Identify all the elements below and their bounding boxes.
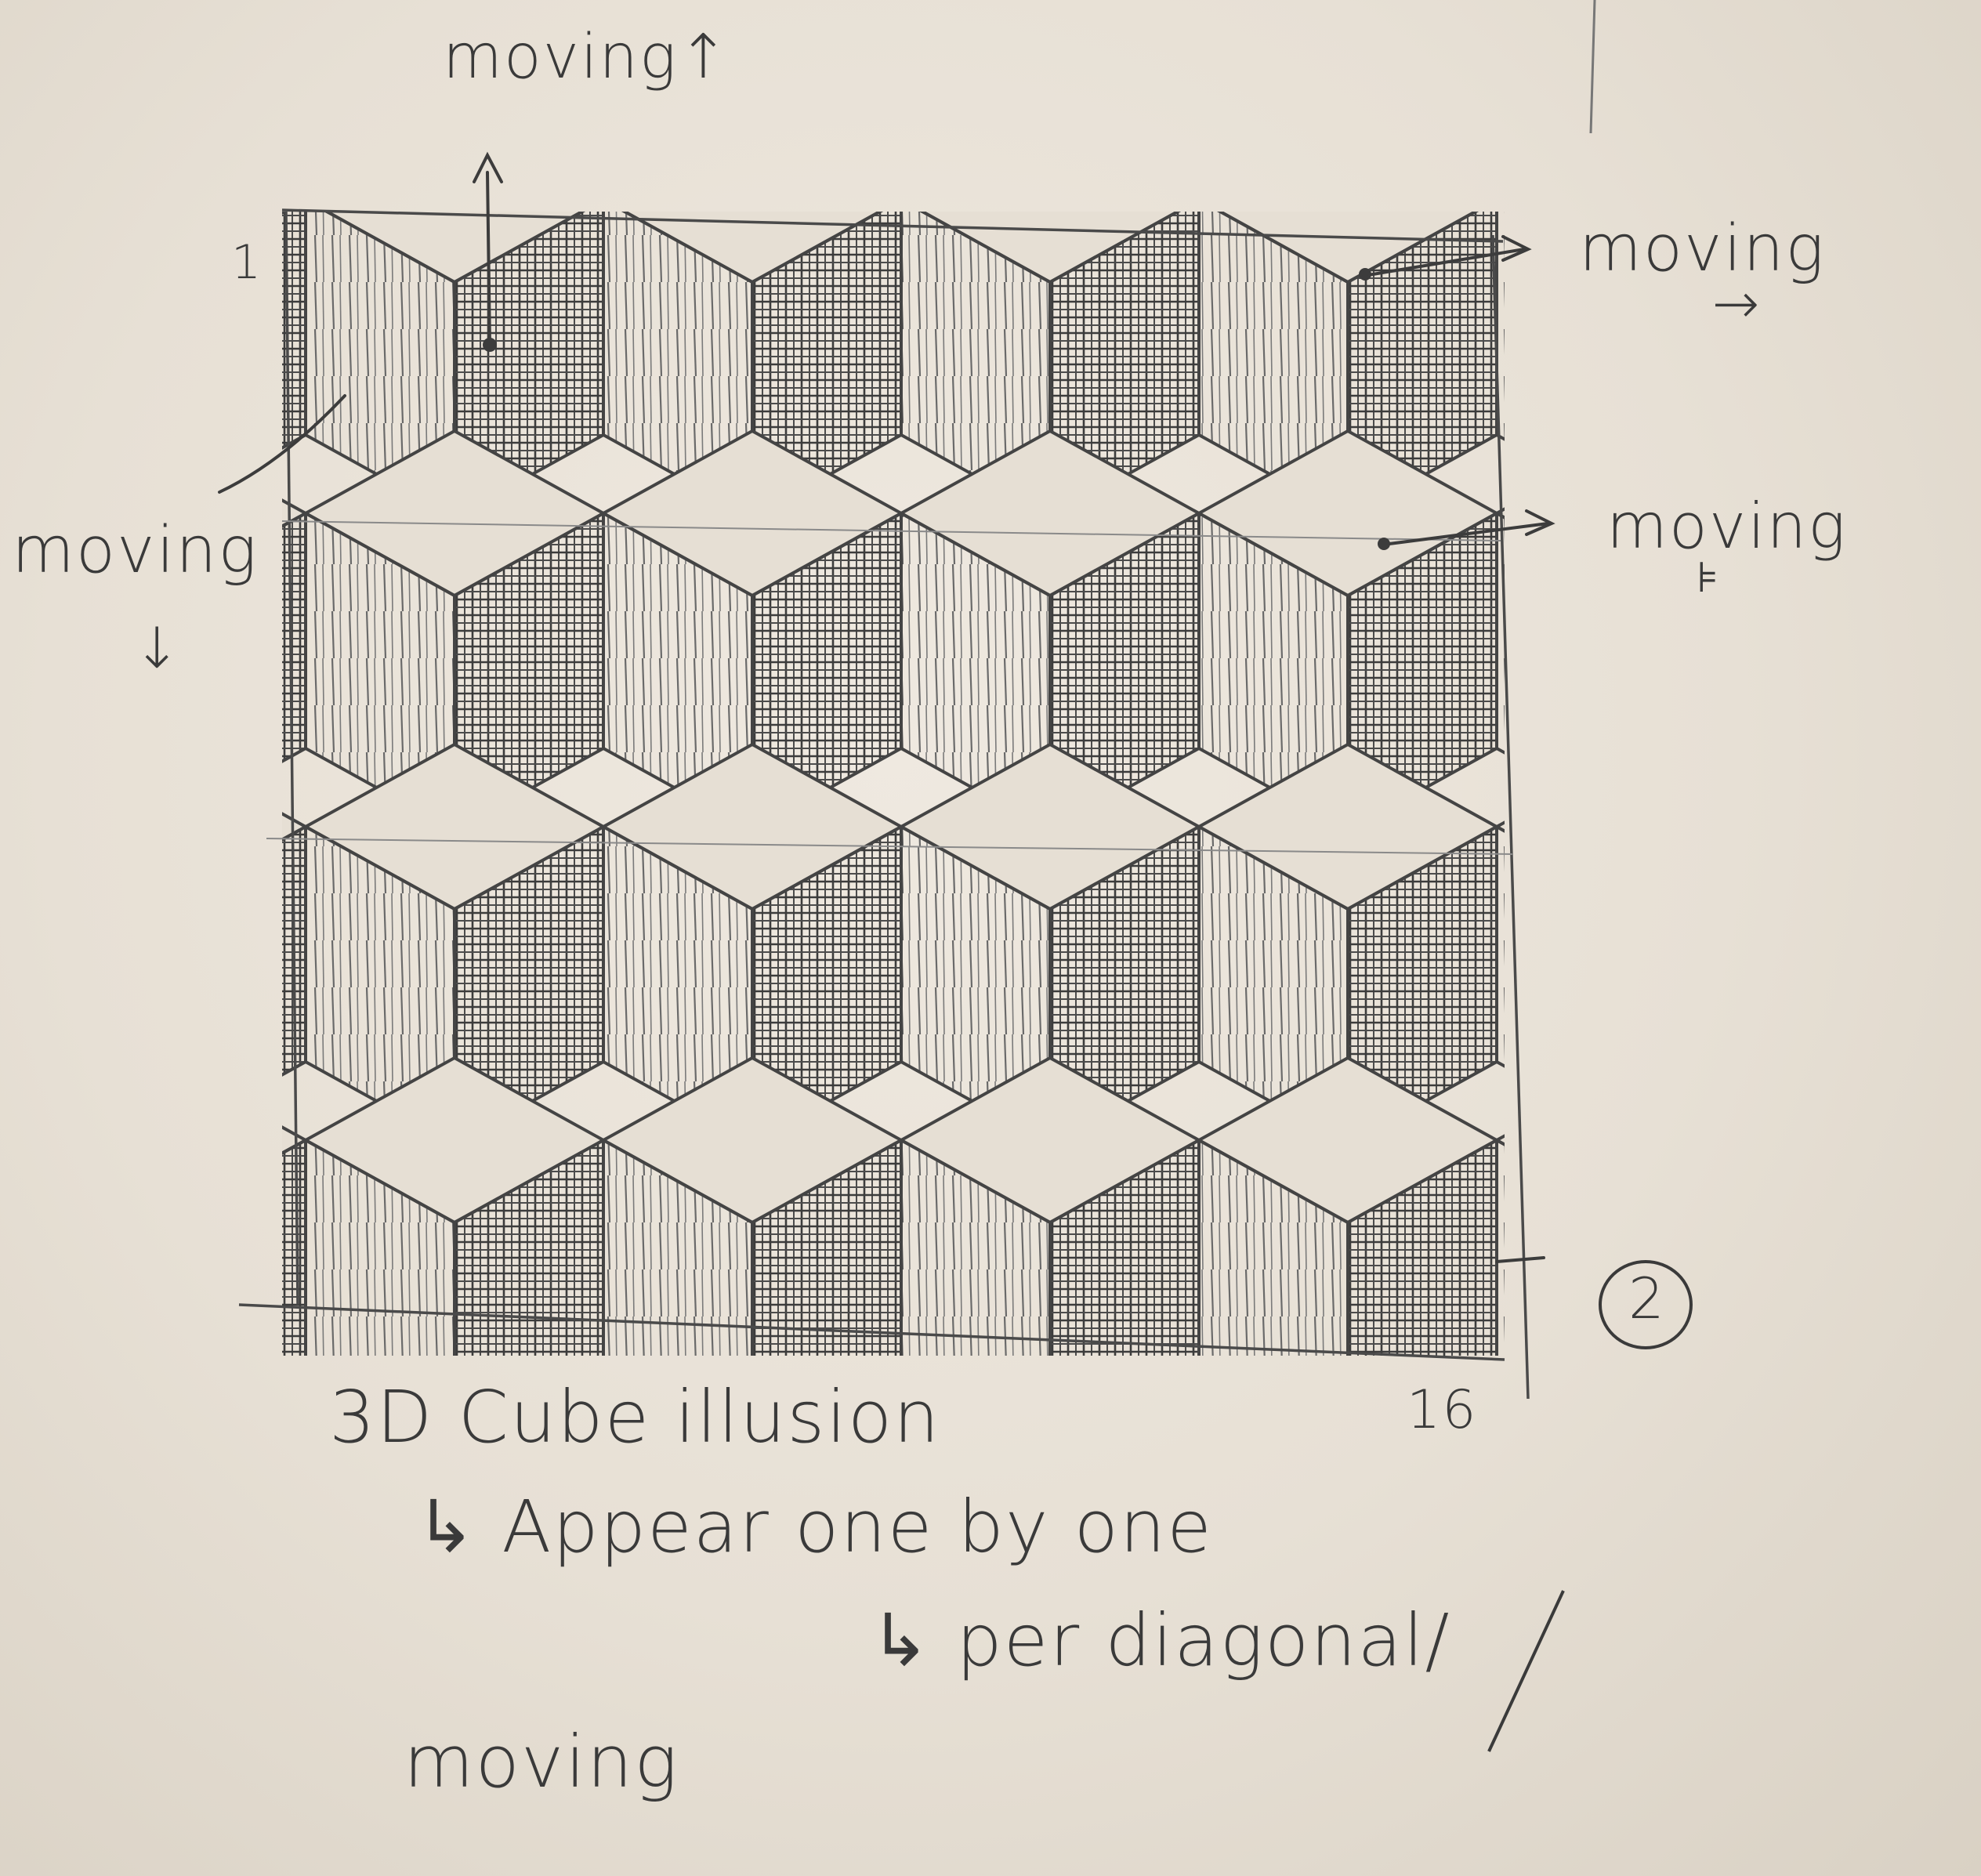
cube-right-face [1646, 1454, 1794, 1771]
cube-right-face [453, 1139, 605, 1356]
arrow-up-shaft [486, 171, 491, 346]
cube-right-face [1050, 0, 1199, 204]
cube-left-face [1495, 825, 1505, 1068]
cube-right-face [1346, 1139, 1498, 1356]
moving-right-top-label: moving [1579, 212, 1826, 286]
cube-left-face [1199, 0, 1348, 204]
cube-left-face [602, 1139, 754, 1356]
cube-right-face [282, 1139, 307, 1356]
cube-left-face [8, 1454, 157, 1771]
cube-right-face [1943, 1454, 1981, 1771]
cube-right-face [1646, 1140, 1794, 1458]
page-edge-line [1589, 0, 1596, 134]
caption-title: 3D Cube illusion [329, 1375, 941, 1459]
arrow-up-dot [483, 338, 497, 352]
right-arrow-symbol: → [1712, 270, 1762, 336]
cube-right-face [1943, 827, 1981, 1144]
cube-left-face [304, 1139, 456, 1356]
cube-left-face [8, 1140, 157, 1458]
cube-top-face [1794, 744, 1981, 909]
cube-top-face [1497, 1371, 1794, 1536]
cube-left-face [1197, 1139, 1349, 1356]
cube-top-face [8, 1371, 306, 1536]
caption-line-2: ↳ per diagonal/ [870, 1599, 1451, 1682]
moving-up-label: moving↑ [443, 22, 731, 92]
arrow-right-top [1362, 248, 1526, 277]
cube-right-face [752, 0, 901, 204]
cube-right-face [1048, 1139, 1201, 1356]
cube-right-face [1646, 827, 1794, 1144]
cube-left-face [1794, 0, 1943, 204]
arrow-up-head [473, 151, 503, 183]
cube-left-face [901, 0, 1050, 204]
cube-right-face [157, 1454, 306, 1771]
cube-right-face [1943, 200, 1981, 517]
cube-left-face [306, 0, 455, 204]
cube-left-face [8, 0, 157, 204]
frame [238, 208, 1530, 1400]
cube-right-face [157, 0, 306, 204]
cube-left-face [8, 200, 157, 517]
annotation-arrows [218, 151, 1555, 1263]
cube-left-face [1495, 1139, 1505, 1356]
page-circle-number: 2 [1628, 1266, 1666, 1331]
cube-right-face [282, 825, 307, 1077]
arrow-left-pointer [218, 394, 346, 494]
arrow-right-mid [1382, 522, 1549, 546]
cube-top-face [282, 812, 307, 842]
cube-right-face [1348, 0, 1497, 204]
cube-left-face [8, 827, 157, 1144]
corner-tick [1495, 1256, 1545, 1263]
moving-right-mid-label: moving [1606, 490, 1848, 563]
cube-left-face [1794, 827, 1943, 1144]
page-number-circle [1599, 1260, 1693, 1349]
cube-left-face [1497, 0, 1646, 204]
cube-right-face [1943, 0, 1981, 204]
cube-top-face [1495, 820, 1505, 833]
moving-bottom-label: moving [404, 1720, 679, 1804]
corner-number: 16 [1407, 1379, 1478, 1441]
cube-right-face [1646, 0, 1794, 204]
cube-top-face [1495, 1134, 1505, 1146]
caption-line-1: ↳ Appear one by one [415, 1485, 1213, 1569]
cube-top-face [1794, 1371, 1981, 1536]
cube-left-face [900, 1139, 1052, 1356]
down-arrow-symbol: ↓ [133, 615, 183, 681]
cube-right-face [1943, 513, 1981, 831]
cube-left-face [1794, 1140, 1943, 1458]
caption-slash [1487, 1590, 1565, 1752]
mid-mark-symbol: ⊧ [1697, 552, 1721, 602]
cube-right-face [1943, 1140, 1981, 1458]
cube-left-face [1497, 1454, 1646, 1771]
cube-top-face [282, 1125, 307, 1155]
cube-top-face [1794, 1058, 1981, 1222]
cube-left-face [1794, 1454, 1943, 1771]
top-number: 1 [231, 235, 263, 290]
moving-left-label: moving [12, 513, 259, 588]
cube-right-face [751, 1139, 903, 1356]
cube-layer [8, 0, 1981, 1771]
